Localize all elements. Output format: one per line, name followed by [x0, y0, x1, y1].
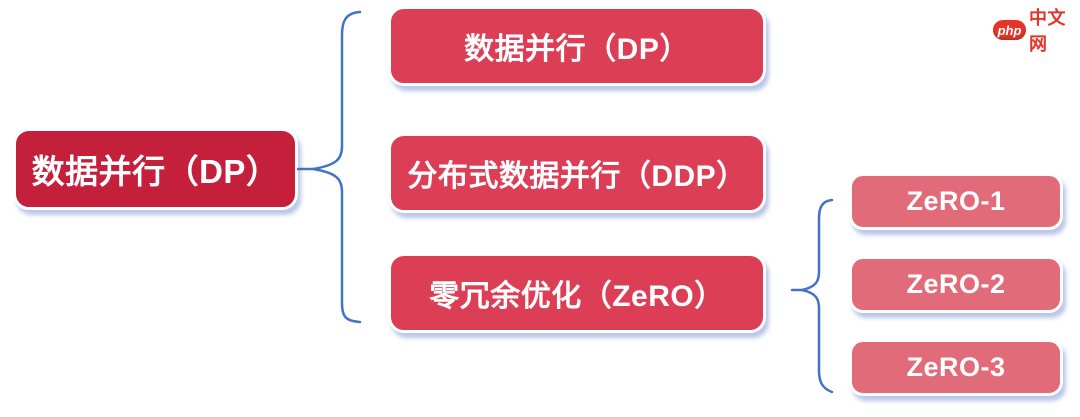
- node-zero: 零冗余优化（ZeRO）: [388, 253, 766, 333]
- right-brace-connector: [790, 198, 834, 394]
- node-zero-2: ZeRO-2: [849, 256, 1063, 313]
- right-brace-path: [800, 198, 834, 394]
- node-data-parallel-root: 数据并行（DP）: [13, 128, 298, 210]
- php-logo-icon: php: [993, 20, 1027, 40]
- left-brace-connector: [296, 10, 362, 324]
- node-zero-3: ZeRO-3: [849, 339, 1063, 396]
- php-cn-site-label: 中文网: [1029, 8, 1067, 54]
- node-zero-1: ZeRO-1: [849, 173, 1063, 230]
- node-dp: 数据并行（DP）: [388, 6, 766, 86]
- php-cn-watermark: php 中文网: [993, 4, 1080, 56]
- left-brace-path: [311, 10, 362, 324]
- node-ddp: 分布式数据并行（DDP）: [388, 133, 766, 213]
